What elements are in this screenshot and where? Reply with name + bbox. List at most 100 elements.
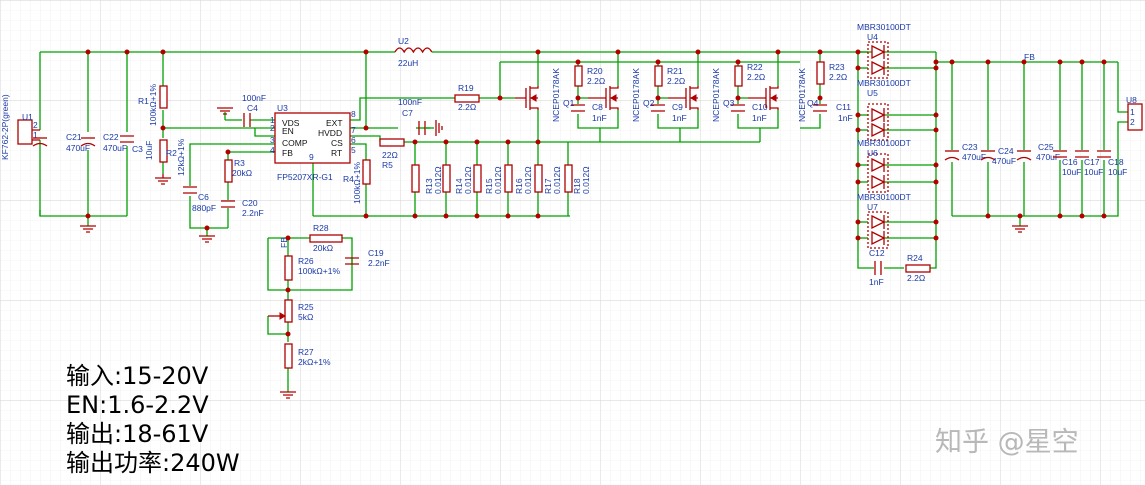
net-label-fb-out: FB [1024,52,1035,62]
r22-value: 2.2Ω [747,72,765,82]
r4-value: 100kΩ+1% [352,162,362,204]
capacitor-c12[interactable]: C12 1nF [869,248,885,287]
u3-pin-3: 3 [270,135,275,145]
c17-ref: C17 [1084,157,1100,167]
u8-pin2: 2 [1130,117,1135,127]
resistor-r1[interactable]: R1 100kΩ+1% [138,84,168,126]
resistor-r21[interactable]: R21 2.2Ω [654,65,685,87]
q1-part: NCEP0178AK [551,68,561,122]
mosfet-q1[interactable]: Q1 NCEP0178AK [515,68,575,122]
resistor-r14[interactable]: R14 0.012Ω [442,164,473,194]
u2-ref: U2 [398,36,409,46]
capacitor-c19[interactable]: C19 2.2nF [345,248,390,268]
capacitor-c9[interactable]: C9 1nF [651,102,687,123]
note-output: 输出:18-61V [66,420,209,448]
u3-pin-rt: RT [331,148,342,158]
capacitor-c8[interactable]: C8 1nF [571,102,607,123]
mosfet-q2[interactable]: Q2 NCEP0178AK [588,68,655,122]
u2-value: 22uH [398,58,418,68]
connector-u1[interactable]: U1 2 1 KF762-2P(green) [0,94,40,160]
u3-pin-4: 4 [270,145,275,155]
c18-value: 10uF [1108,167,1127,177]
u6-part: MBR30100DT [857,138,911,148]
diode-u7[interactable]: MBR30100DT U7 [857,192,911,249]
connector-u8[interactable]: U8 1 2 [1126,95,1143,131]
u3-pin-vds: VDS [282,118,300,128]
capacitor-c18[interactable]: C18 10uF [1097,150,1127,177]
r15-ref: R15 [484,178,494,194]
r5-ref: R5 [382,160,393,170]
resistor-r28[interactable]: R28 20kΩ [309,223,343,253]
resistor-r15[interactable]: R15 0.012Ω [473,164,503,194]
capacitor-c11[interactable]: C11 1nF [813,102,853,123]
c22-ref: C22 [103,132,119,142]
capacitor-c4[interactable]: 100nF C4 [242,93,266,127]
capacitor-c24[interactable]: C24 470uF [980,146,1016,166]
resistor-r17[interactable]: R17 0.012Ω [534,164,562,194]
resistor-r4[interactable]: R4 100kΩ+1% [343,159,371,204]
c10-value: 1nF [752,113,767,123]
c8-ref: C8 [592,102,603,112]
mosfet-q3[interactable]: Q3 NCEP0178AK [668,68,735,122]
r23-ref: R23 [829,62,845,72]
u3-pin-comp: COMP [282,138,308,148]
r26-ref: R26 [298,256,314,266]
capacitor-c21[interactable]: C21 470uF [32,132,90,153]
r13-ref: R13 [424,178,434,194]
resistor-r22[interactable]: R22 2.2Ω [734,62,765,87]
resistor-r5[interactable]: 22Ω R5 [379,138,405,170]
resistor-r2[interactable]: R2 12kΩ+1% [159,138,186,176]
r25-value: 5kΩ [298,312,313,322]
resistor-r23[interactable]: R23 2.2Ω [816,61,847,85]
r14-ref: R14 [454,178,464,194]
u3-pin-hvdd: HVDD [318,128,342,138]
resistor-r26[interactable]: R26 100kΩ+1% [284,255,340,281]
capacitor-c6[interactable]: C6 880pF [183,186,216,213]
q2-part: NCEP0178AK [631,68,641,122]
c23-ref: C23 [962,142,978,152]
c12-value: 1nF [869,277,884,287]
c21-value: 470uF [66,143,90,153]
resistor-r20[interactable]: R20 2.2Ω [574,65,605,87]
ic-u3[interactable]: U3 VDS EN COMP FB EXT HVDD CS RT 1 2 3 4… [270,103,356,182]
r1-ref: R1 [138,96,149,106]
resistor-r24[interactable]: R24 2.2Ω [905,253,931,283]
mosfet-q4[interactable]: Q4 NCEP0178AK [748,68,819,122]
r1-value: 100kΩ+1% [148,84,158,126]
resistor-r3[interactable]: R3 20kΩ [224,158,252,183]
capacitor-c22[interactable]: C22 470uF [80,132,127,153]
capacitor-c23[interactable]: C23 470uF [944,142,986,162]
u5-part: MBR30100DT [857,78,911,88]
u3-pin-1: 1 [270,115,275,125]
capacitor-c25[interactable]: C25 470uF [1016,142,1060,162]
potentiometer-r25[interactable]: R25 5kΩ [268,299,314,323]
capacitor-c16[interactable]: C16 10uF [1053,150,1081,177]
r4-ref: R4 [343,174,354,184]
q1-ref: Q1 [563,98,575,108]
capacitor-c7[interactable]: 100nF C7 [398,97,434,135]
r28-value: 20kΩ [313,243,333,253]
resistor-r16[interactable]: R16 0.012Ω [504,164,533,194]
r27-ref: R27 [298,347,314,357]
u7-part: MBR30100DT [857,192,911,202]
r20-value: 2.2Ω [587,76,605,86]
c3-value: 10uF [144,141,154,160]
diode-u4[interactable]: MBR30100DT U4 [857,22,911,79]
u3-part: FP5207XR-G1 [277,172,333,182]
capacitor-c3[interactable]: C3 10uF [120,135,154,160]
resistor-r19[interactable]: R19 2.2Ω [454,83,480,112]
capacitor-c17[interactable]: C17 10uF [1075,150,1103,177]
r20-ref: R20 [587,66,603,76]
diode-u5[interactable]: MBR30100DT U5 [857,78,911,141]
resistor-r27[interactable]: R27 2kΩ+1% [284,343,331,369]
capacitor-c20[interactable]: C20 2.2nF [221,198,264,218]
resistor-r18[interactable]: R18 0.012Ω [564,164,591,194]
u6-ref: U6 [867,148,878,158]
diode-u6[interactable]: MBR30100DT U6 [857,138,911,193]
capacitor-c10[interactable]: C10 1nF [731,102,768,123]
u3-pin-fb: FB [282,148,293,158]
resistor-r13[interactable]: R13 0.012Ω [411,164,443,194]
inductor-u2[interactable]: U2 22uH [394,36,433,68]
c6-ref: C6 [198,192,209,202]
q2-ref: Q2 [643,98,655,108]
